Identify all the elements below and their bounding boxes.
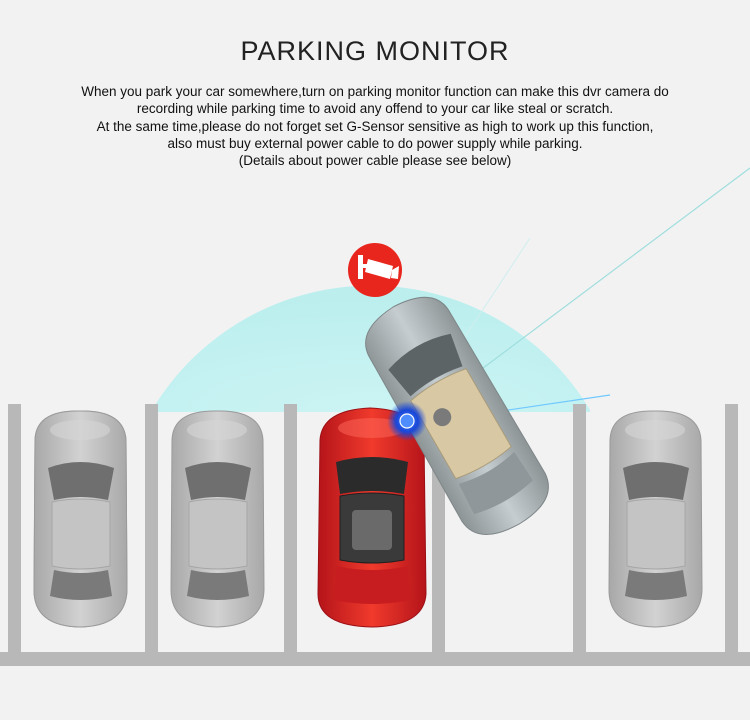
page-title: PARKING MONITOR (240, 36, 510, 66)
description-line: recording while parking time to avoid an… (136, 101, 614, 117)
parked-car (170, 410, 265, 628)
description-line: also must buy external power cable to do… (167, 135, 583, 151)
dashcam-lens (399, 413, 415, 429)
description-line: (Details about power cable please see be… (238, 153, 512, 169)
description-line: When you park your car somewhere,turn on… (81, 84, 669, 99)
moving-car (365, 296, 549, 535)
parked-car (33, 410, 128, 628)
description-line: At the same time,please do not forget se… (96, 118, 654, 134)
description: When you park your car somewhere,turn on… (40, 83, 710, 169)
red-parked-car (317, 407, 427, 628)
parked-car (608, 410, 703, 628)
cctv-camera-icon (348, 243, 402, 297)
